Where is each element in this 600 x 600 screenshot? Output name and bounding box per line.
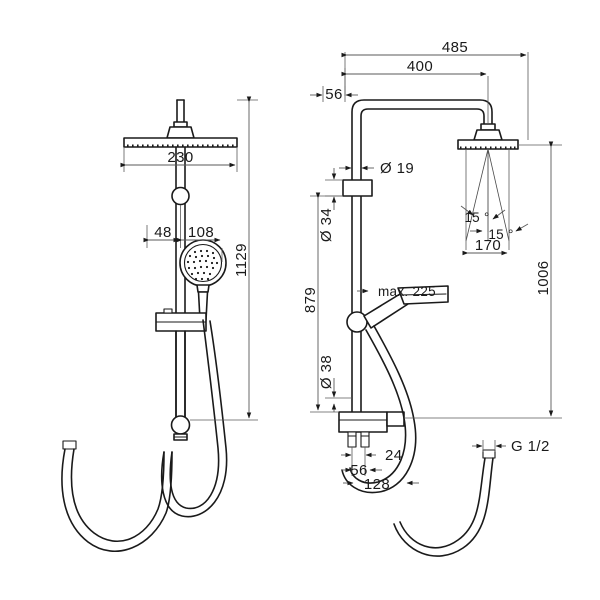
dim-label-dia19: Ø 19 <box>380 160 414 177</box>
dim-label-dia38: Ø 38 <box>318 355 335 389</box>
side-valve-body <box>338 411 405 433</box>
side-dimension-56-top: 56 <box>310 86 358 103</box>
side-dimension-24: 24 <box>341 447 403 464</box>
dim-label-128: 128 <box>364 476 390 493</box>
side-upper-fixing-block <box>342 179 373 197</box>
side-hand-shower <box>346 285 449 333</box>
dim-label-dia34: Ø 34 <box>318 208 335 242</box>
side-dimension-170: 170 <box>462 237 508 256</box>
dim-label-230: 230 <box>167 149 193 166</box>
side-dimension-g-half: G 1/2 <box>472 438 550 455</box>
front-shower-hose-right <box>160 319 228 518</box>
dim-label-108: 108 <box>188 224 214 241</box>
side-dimension-56-bottom: 56 <box>341 462 382 479</box>
dim-label-g-half: G 1/2 <box>511 438 550 455</box>
front-lower-ring <box>170 415 191 441</box>
side-dimension-879: 879 <box>302 192 343 413</box>
dim-label-400: 400 <box>407 58 433 75</box>
dim-label-max225: max. 225 <box>378 284 436 299</box>
front-overhead-hub <box>166 121 195 139</box>
dim-label-angle-right: 15 ° <box>488 227 513 242</box>
front-hand-shower <box>179 239 227 321</box>
side-shower-hose-supply <box>393 449 496 557</box>
front-shower-hose-left <box>61 440 173 552</box>
dim-label-48: 48 <box>154 224 172 241</box>
front-spray-face-dots <box>127 144 234 147</box>
side-dimension-1006: 1006 <box>404 141 562 419</box>
side-dimension-max225: max. 225 <box>357 284 436 299</box>
side-dimension-dia38: Ø 38 <box>318 355 352 412</box>
dim-label-485: 485 <box>442 39 468 56</box>
front-shower-arm <box>176 99 185 123</box>
dim-label-879: 879 <box>302 287 319 313</box>
side-dimension-dia19: Ø 19 <box>339 160 414 177</box>
side-inlet-stubs <box>347 431 370 448</box>
side-dimension-400: 400 <box>341 58 489 124</box>
side-angle-dimensions: 15 ° 15 ° <box>460 149 529 250</box>
side-elevation-view: 485 400 56 Ø 19 <box>302 39 562 557</box>
side-riser-pipe <box>351 189 362 413</box>
dim-label-1129: 1129 <box>233 243 250 277</box>
side-shower-arm <box>351 99 493 191</box>
dim-label-170: 170 <box>475 237 501 254</box>
front-overhead-shower-head <box>123 137 238 148</box>
dim-label-56-bottom: 56 <box>350 462 368 479</box>
front-dimension-1129: 1129 <box>190 96 258 421</box>
front-dimension-230: 230 <box>120 147 238 172</box>
dim-label-24: 24 <box>385 447 403 464</box>
front-dimension-48-108: 48 108 <box>143 205 223 262</box>
side-spray-face-dots <box>460 146 516 149</box>
front-slide-bar-ring <box>171 186 190 206</box>
side-dimension-dia34: Ø 34 <box>318 168 343 242</box>
side-overhead-shower-head <box>457 123 519 150</box>
side-shower-hose-handshower <box>341 325 417 494</box>
dim-label-56-top: 56 <box>325 86 343 103</box>
front-handshower-spray-dots <box>186 249 219 281</box>
front-valve-body <box>155 308 207 421</box>
dim-label-1006: 1006 <box>535 261 552 296</box>
side-dimension-485: 485 <box>341 39 529 140</box>
side-dimension-128: 128 <box>343 476 419 493</box>
front-elevation-view: 230 48 108 1129 <box>61 96 258 552</box>
dim-label-angle-left: 15 ° <box>464 210 489 225</box>
